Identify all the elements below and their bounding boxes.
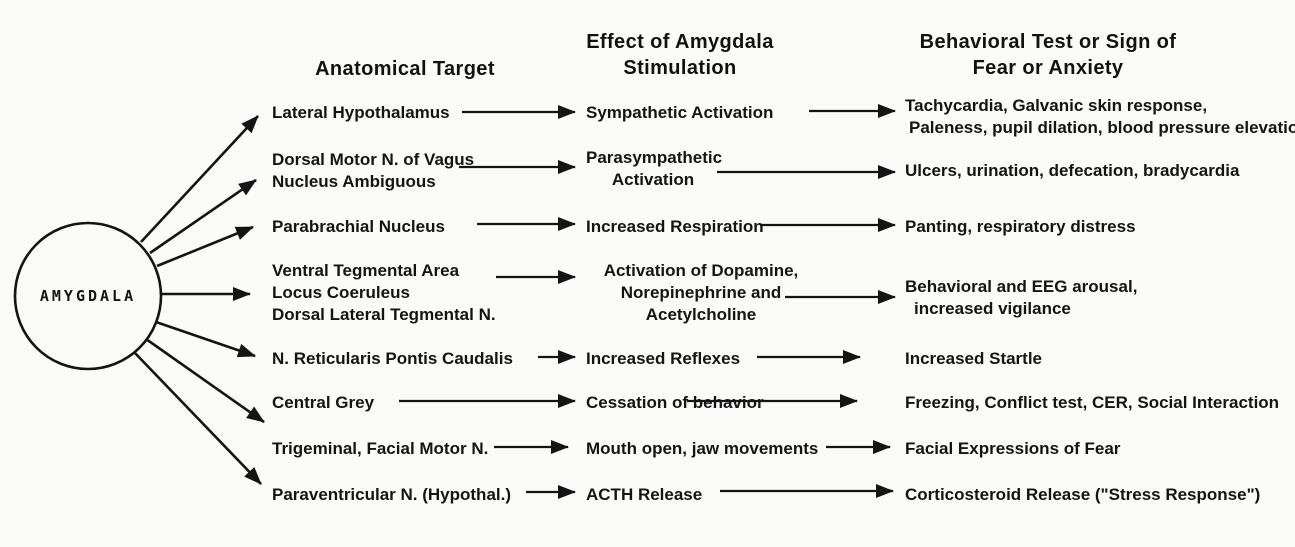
- target-text: N. Reticularis Pontis Caudalis: [272, 348, 513, 370]
- header-effect-line1: Effect of Amygdala: [586, 31, 774, 53]
- effect-text: Activation of Dopamine, Norepinephrine a…: [586, 260, 816, 326]
- effect-text: Increased Reflexes: [586, 348, 740, 370]
- target-line: Parabrachial Nucleus: [272, 217, 445, 236]
- header-behavior-line2: Fear or Anxiety: [972, 57, 1124, 79]
- behavior-text: Tachycardia, Galvanic skin response, Pal…: [905, 95, 1295, 139]
- target-to-effect-arrows: [399, 105, 576, 499]
- fan-arrow-parabrachial: [156, 225, 254, 268]
- behavior-line: Paleness, pupil dilation, blood pressure…: [909, 118, 1295, 137]
- target-text: Lateral Hypothalamus: [272, 102, 450, 124]
- effect-line: Norepinephrine and: [620, 283, 782, 302]
- effect-text: Cessation of behavior: [586, 392, 764, 414]
- effect-line: Parasympathetic: [586, 148, 723, 167]
- behavior-text: Panting, respiratory distress: [905, 216, 1136, 238]
- effect-line: ACTH Release: [586, 485, 703, 504]
- effect-text: Parasympathetic Activation: [586, 147, 723, 191]
- behavior-text: Behavioral and EEG arousal, increased vi…: [905, 276, 1137, 320]
- behavior-line: increased vigilance: [914, 299, 1071, 318]
- effect-line: Mouth open, jaw movements: [586, 439, 819, 458]
- target-text: Ventral Tegmental Area Locus Coeruleus D…: [272, 260, 496, 326]
- target-line: Locus Coeruleus: [272, 283, 410, 302]
- behavior-text: Increased Startle: [905, 348, 1042, 370]
- effect-line: Increased Reflexes: [586, 349, 741, 368]
- behavior-line: Facial Expressions of Fear: [905, 439, 1121, 458]
- effect-to-behavior-arrows: [687, 104, 896, 498]
- target-line: Ventral Tegmental Area: [272, 261, 460, 280]
- effect-text: Sympathetic Activation: [586, 102, 773, 124]
- target-line: Dorsal Lateral Tegmental N.: [272, 305, 496, 324]
- effect-line: Cessation of behavior: [586, 393, 764, 412]
- target-line: Lateral Hypothalamus: [272, 103, 450, 122]
- effect-line: Acetylcholine: [645, 305, 757, 324]
- effect-line: Sympathetic Activation: [586, 103, 774, 122]
- target-line: Trigeminal, Facial Motor N.: [272, 439, 489, 458]
- behavior-line: Panting, respiratory distress: [905, 217, 1136, 236]
- header-behavior: Behavioral Test or Sign of Fear or Anxie…: [898, 29, 1198, 81]
- behavior-text: Facial Expressions of Fear: [905, 438, 1120, 460]
- target-line: Central Grey: [272, 393, 375, 412]
- behavior-line: Behavioral and EEG arousal,: [905, 277, 1138, 296]
- target-line: Dorsal Motor N. of Vagus: [272, 150, 475, 169]
- effect-line: Activation: [611, 170, 695, 189]
- fan-arrow-dorsal-motor: [149, 178, 257, 255]
- header-anatomical-target: Anatomical Target: [315, 58, 495, 80]
- effect-text: Mouth open, jaw movements: [586, 438, 818, 460]
- target-text: Parabrachial Nucleus: [272, 216, 445, 238]
- target-text: Paraventricular N. (Hypothal.): [272, 484, 511, 506]
- fan-arrow-lateral-hypothalamus: [140, 115, 259, 243]
- effect-text: Increased Respiration: [586, 216, 764, 238]
- fan-arrows: [133, 115, 265, 485]
- behavior-text: Corticosteroid Release ("Stress Response…: [905, 484, 1260, 506]
- behavior-line: Ulcers, urination, defecation, bradycard…: [905, 161, 1240, 180]
- amygdala-label: AMYGDALA: [39, 287, 137, 305]
- header-effect: Effect of Amygdala Stimulation: [575, 29, 785, 81]
- target-line: Paraventricular N. (Hypothal.): [272, 485, 512, 504]
- behavior-line: Increased Startle: [905, 349, 1043, 368]
- behavior-text: Ulcers, urination, defecation, bradycard…: [905, 160, 1239, 182]
- effect-text: ACTH Release: [586, 484, 702, 506]
- target-line: Nucleus Ambiguous: [272, 172, 436, 191]
- target-line: N. Reticularis Pontis Caudalis: [272, 349, 513, 368]
- target-text: Trigeminal, Facial Motor N.: [272, 438, 488, 460]
- behavior-line: Freezing, Conflict test, CER, Social Int…: [905, 393, 1280, 412]
- behavior-line: Tachycardia, Galvanic skin response,: [905, 96, 1208, 115]
- effect-line: Activation of Dopamine,: [603, 261, 799, 280]
- behavior-text: Freezing, Conflict test, CER, Social Int…: [905, 392, 1279, 414]
- fan-arrow-paraventricular: [133, 351, 262, 485]
- effect-line: Increased Respiration: [586, 217, 764, 236]
- amygdala-circle: [13, 221, 163, 371]
- header-effect-line2: Stimulation: [623, 57, 737, 79]
- header-behavior-line1: Behavioral Test or Sign of: [919, 31, 1177, 53]
- target-text: Central Grey: [272, 392, 374, 414]
- fan-arrow-reticularis: [155, 320, 256, 358]
- fan-arrow-central-grey: [145, 337, 265, 424]
- behavior-line: Corticosteroid Release ("Stress Response…: [905, 485, 1261, 504]
- target-text: Dorsal Motor N. of Vagus Nucleus Ambiguo…: [272, 149, 474, 193]
